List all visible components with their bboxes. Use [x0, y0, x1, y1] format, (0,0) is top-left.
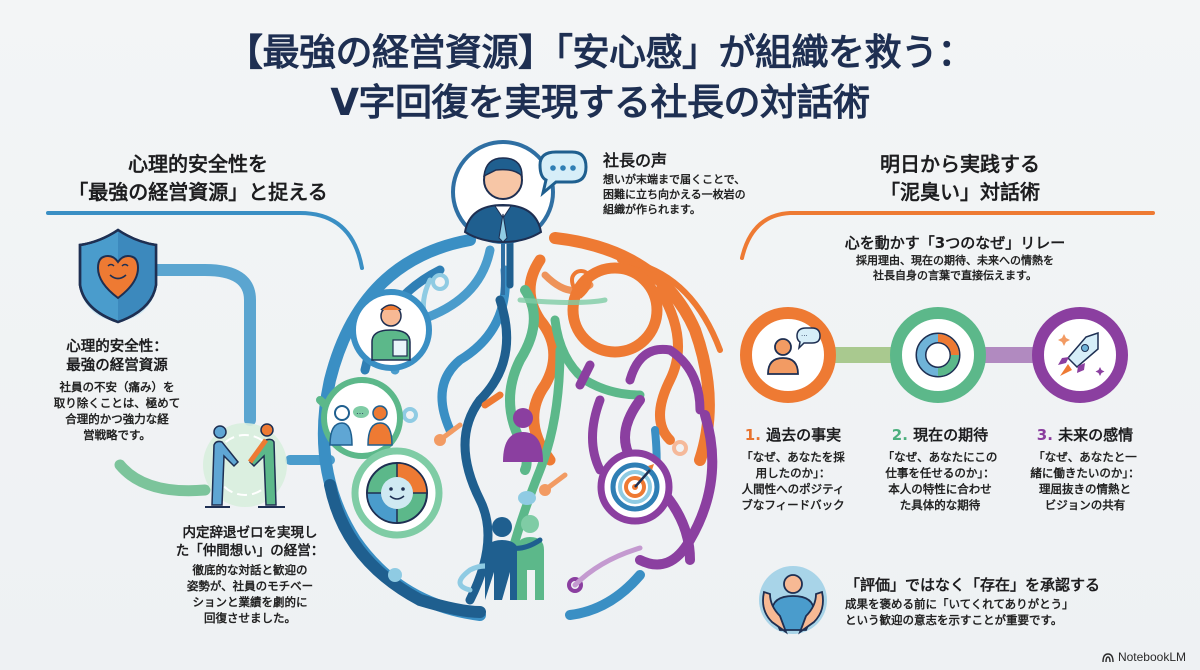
step-line: 緒に働きたいのか」： [1030, 466, 1140, 480]
title-line-2: V字回復を実現する社長の対話術 [330, 81, 870, 124]
psych-safety-title-1: 心理的安全性： [66, 339, 168, 355]
rocket-icon [1058, 331, 1105, 376]
right-heading-line-2: 「泥臭い」対話術 [880, 180, 1040, 204]
ceo-voice-line: 困難に立ち向かえる一枚岩の [603, 188, 746, 201]
step-line: 理屈抜きの情熱と [1039, 482, 1131, 496]
left-heading-line-2: 「最強の経営資源」と捉える [68, 180, 328, 204]
title-line-1: 【最強の経営資源】「安心感」が組織を救う： [226, 31, 975, 74]
psych-safety-title-2: 最強の経営資源 [66, 358, 168, 374]
person-speech-icon: ··· [767, 327, 821, 375]
step-line: 用したのか」： [755, 466, 831, 480]
step-line: 「なぜ、あなたにこの [882, 450, 998, 464]
page-title: 【最強の経営資源】「安心感」が組織を救う： V字回復を実現する社長の対話術 [0, 28, 1200, 128]
step-line: 「なぜ、あなたを採 [741, 450, 845, 464]
notebooklm-logo-icon [1102, 653, 1114, 662]
step-title: 未来の感情 [1058, 426, 1134, 444]
relay-desc: 社長自身の言葉で直接伝えます。 [873, 269, 1037, 282]
left-heading-line-1: 心理的安全性を [128, 152, 268, 176]
left-section-heading: 心理的安全性を 「最強の経営資源」と捉える [48, 150, 348, 206]
right-heading-line-1: 明日から実践する [880, 152, 1040, 176]
step-line: 仕事を任せるのか」： [885, 466, 995, 480]
ceo-voice-line: 組織が作られます。 [603, 203, 701, 216]
handshake-icon [203, 423, 287, 508]
zero-declines-body: ションと業績を劇的に [192, 595, 308, 609]
psych-safety-body: 営戦略です。 [83, 428, 151, 442]
relay-desc: 採用理由、現在の期待、未来への情熱を [856, 254, 1054, 267]
step-line: ビジョンの共有 [1044, 498, 1126, 512]
psych-safety-body: 合理的かつ強力な経 [65, 412, 169, 426]
acknowledge-title: 「評価」ではなく「存在」を承認する [845, 576, 1101, 594]
step-title: 過去の事実 [766, 426, 842, 444]
zero-declines-title-1: 内定辞退ゼロを実現し [182, 525, 318, 541]
three-whys-relay: 心を動かす「3つのなぜ」リレー 採用理由、現在の期待、未来への情熱を 社長自身の… [790, 233, 1120, 283]
step-line: ブなフィードバック [741, 498, 845, 512]
ceo-voice-block: 社長の声 想いが末端まで届くことで、 困難に立ち向かえる一枚岩の 組織が作られま… [603, 150, 803, 217]
zero-declines-title-2: た「仲間想い」の経営： [175, 543, 325, 559]
zero-declines-body: 徹底的な対話と歓迎の [192, 563, 308, 577]
psych-safety-body: 取り除くことは、極めて [53, 396, 181, 410]
ring-chart-icon [915, 332, 961, 378]
step-number: 3. [1036, 426, 1053, 444]
step-number: 2. [891, 426, 908, 444]
step-title: 現在の期待 [913, 426, 989, 444]
svg-text:…: … [356, 407, 364, 416]
zero-declines-body: 姿勢が、社員のモチベー [186, 579, 314, 593]
psych-safety-item: 心理的安全性： 最強の経営資源 社員の不安（痛み）を 取り除くことは、極めて 合… [22, 338, 212, 443]
brand-label: NotebookLM [1117, 650, 1186, 664]
shield-heart-icon [78, 228, 158, 324]
acknowledge-existence: 「評価」ではなく「存在」を承認する 成果を褒める前に「いてくれてありがとう」 と… [845, 575, 1165, 628]
svg-text:···: ··· [801, 332, 808, 340]
step-number: 1. [744, 426, 761, 444]
step-line: た具体的な期待 [899, 498, 981, 512]
step-future-emotions: 3. 未来の感情 「なぜ、あなたと一 緒に働きたいのか」： 理屈抜きの情熱と ビ… [1015, 425, 1155, 513]
step-line: 「なぜ、あなたと一 [1033, 450, 1137, 464]
step-past-facts: 1. 過去の事実 「なぜ、あなたを採 用したのか」： 人間性へのポジティ ブなフ… [728, 425, 858, 513]
hands-holding-person-icon [759, 566, 827, 635]
notebooklm-watermark: NotebookLM [1102, 650, 1186, 664]
step-line: 本人の特性に合わせ [888, 482, 992, 496]
step-present-expectations: 2. 現在の期待 「なぜ、あなたにこの 仕事を任せるのか」： 本人の特性に合わせ… [870, 425, 1010, 513]
ceo-voice-title: 社長の声 [603, 151, 668, 170]
relay-title: 心を動かす「3つのなぜ」リレー [844, 234, 1066, 252]
zero-declines-body: 回復させました。 [204, 611, 296, 625]
psych-safety-body: 社員の不安（痛み）を [59, 380, 175, 394]
acknowledge-line: という歓迎の意志を示すことが重要です。 [845, 613, 1063, 627]
acknowledge-line: 成果を褒める前に「いてくれてありがとう」 [845, 597, 1074, 611]
right-section-heading: 明日から実践する 「泥臭い」対話術 [800, 150, 1120, 206]
step-line: 人間性へのポジティ [741, 482, 845, 496]
ceo-voice-line: 想いが末端まで届くことで、 [603, 173, 746, 186]
zero-declines-item: 内定辞退ゼロを実現し た「仲間想い」の経営： 徹底的な対話と歓迎の 姿勢が、社員… [150, 524, 350, 626]
